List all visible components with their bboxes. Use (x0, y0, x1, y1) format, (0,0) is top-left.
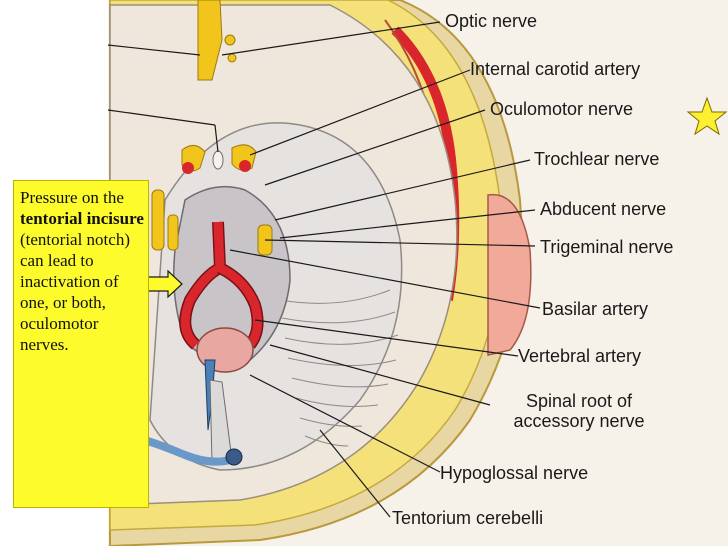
annotation-callout: Pressure on the tentorial incisure (tent… (13, 180, 149, 508)
vertebral-artery-right (217, 263, 263, 348)
basilar-artery (213, 221, 225, 269)
callout-bold-text: tentorial incisure (20, 209, 144, 228)
leader-lines (107, 21, 541, 518)
callout-text-after: (tentorial notch) can lead to inactivati… (20, 230, 130, 354)
label-tentorium-cerebelli: Tentorium cerebelli (392, 508, 544, 528)
hypoglossal-canal (225, 448, 243, 466)
label-hypoglossal-nerve: Hypoglossal nerve (440, 463, 589, 483)
optic-nerve (197, 0, 237, 81)
label-spinal-root-line1: Spinal root of (525, 391, 633, 411)
label-trochlear-nerve: Trochlear nerve (534, 149, 660, 169)
label-abducent-nerve: Abducent nerve (540, 199, 667, 219)
label-spinal-root-accessory-nerve: Spinal root of accessory nerve (496, 391, 662, 431)
vertebral-artery-left (180, 221, 225, 349)
internal-carotid-artery (181, 144, 257, 174)
label-oculomotor-nerve: Oculomotor nerve (490, 99, 634, 119)
pointer-arrow-icon (146, 269, 183, 299)
label-vertebral-artery: Vertebral artery (518, 346, 642, 366)
callout-text-before: Pressure on the (20, 188, 124, 207)
label-optic-nerve: Optic nerve (445, 11, 538, 31)
ear (487, 193, 532, 356)
label-spinal-root-line2: accessory nerve (513, 411, 645, 431)
label-internal-carotid-artery: Internal carotid artery (470, 59, 641, 79)
label-basilar-artery: Basilar artery (542, 299, 649, 319)
star-marker-icon (686, 96, 728, 136)
label-trigeminal-nerve: Trigeminal nerve (540, 237, 674, 257)
